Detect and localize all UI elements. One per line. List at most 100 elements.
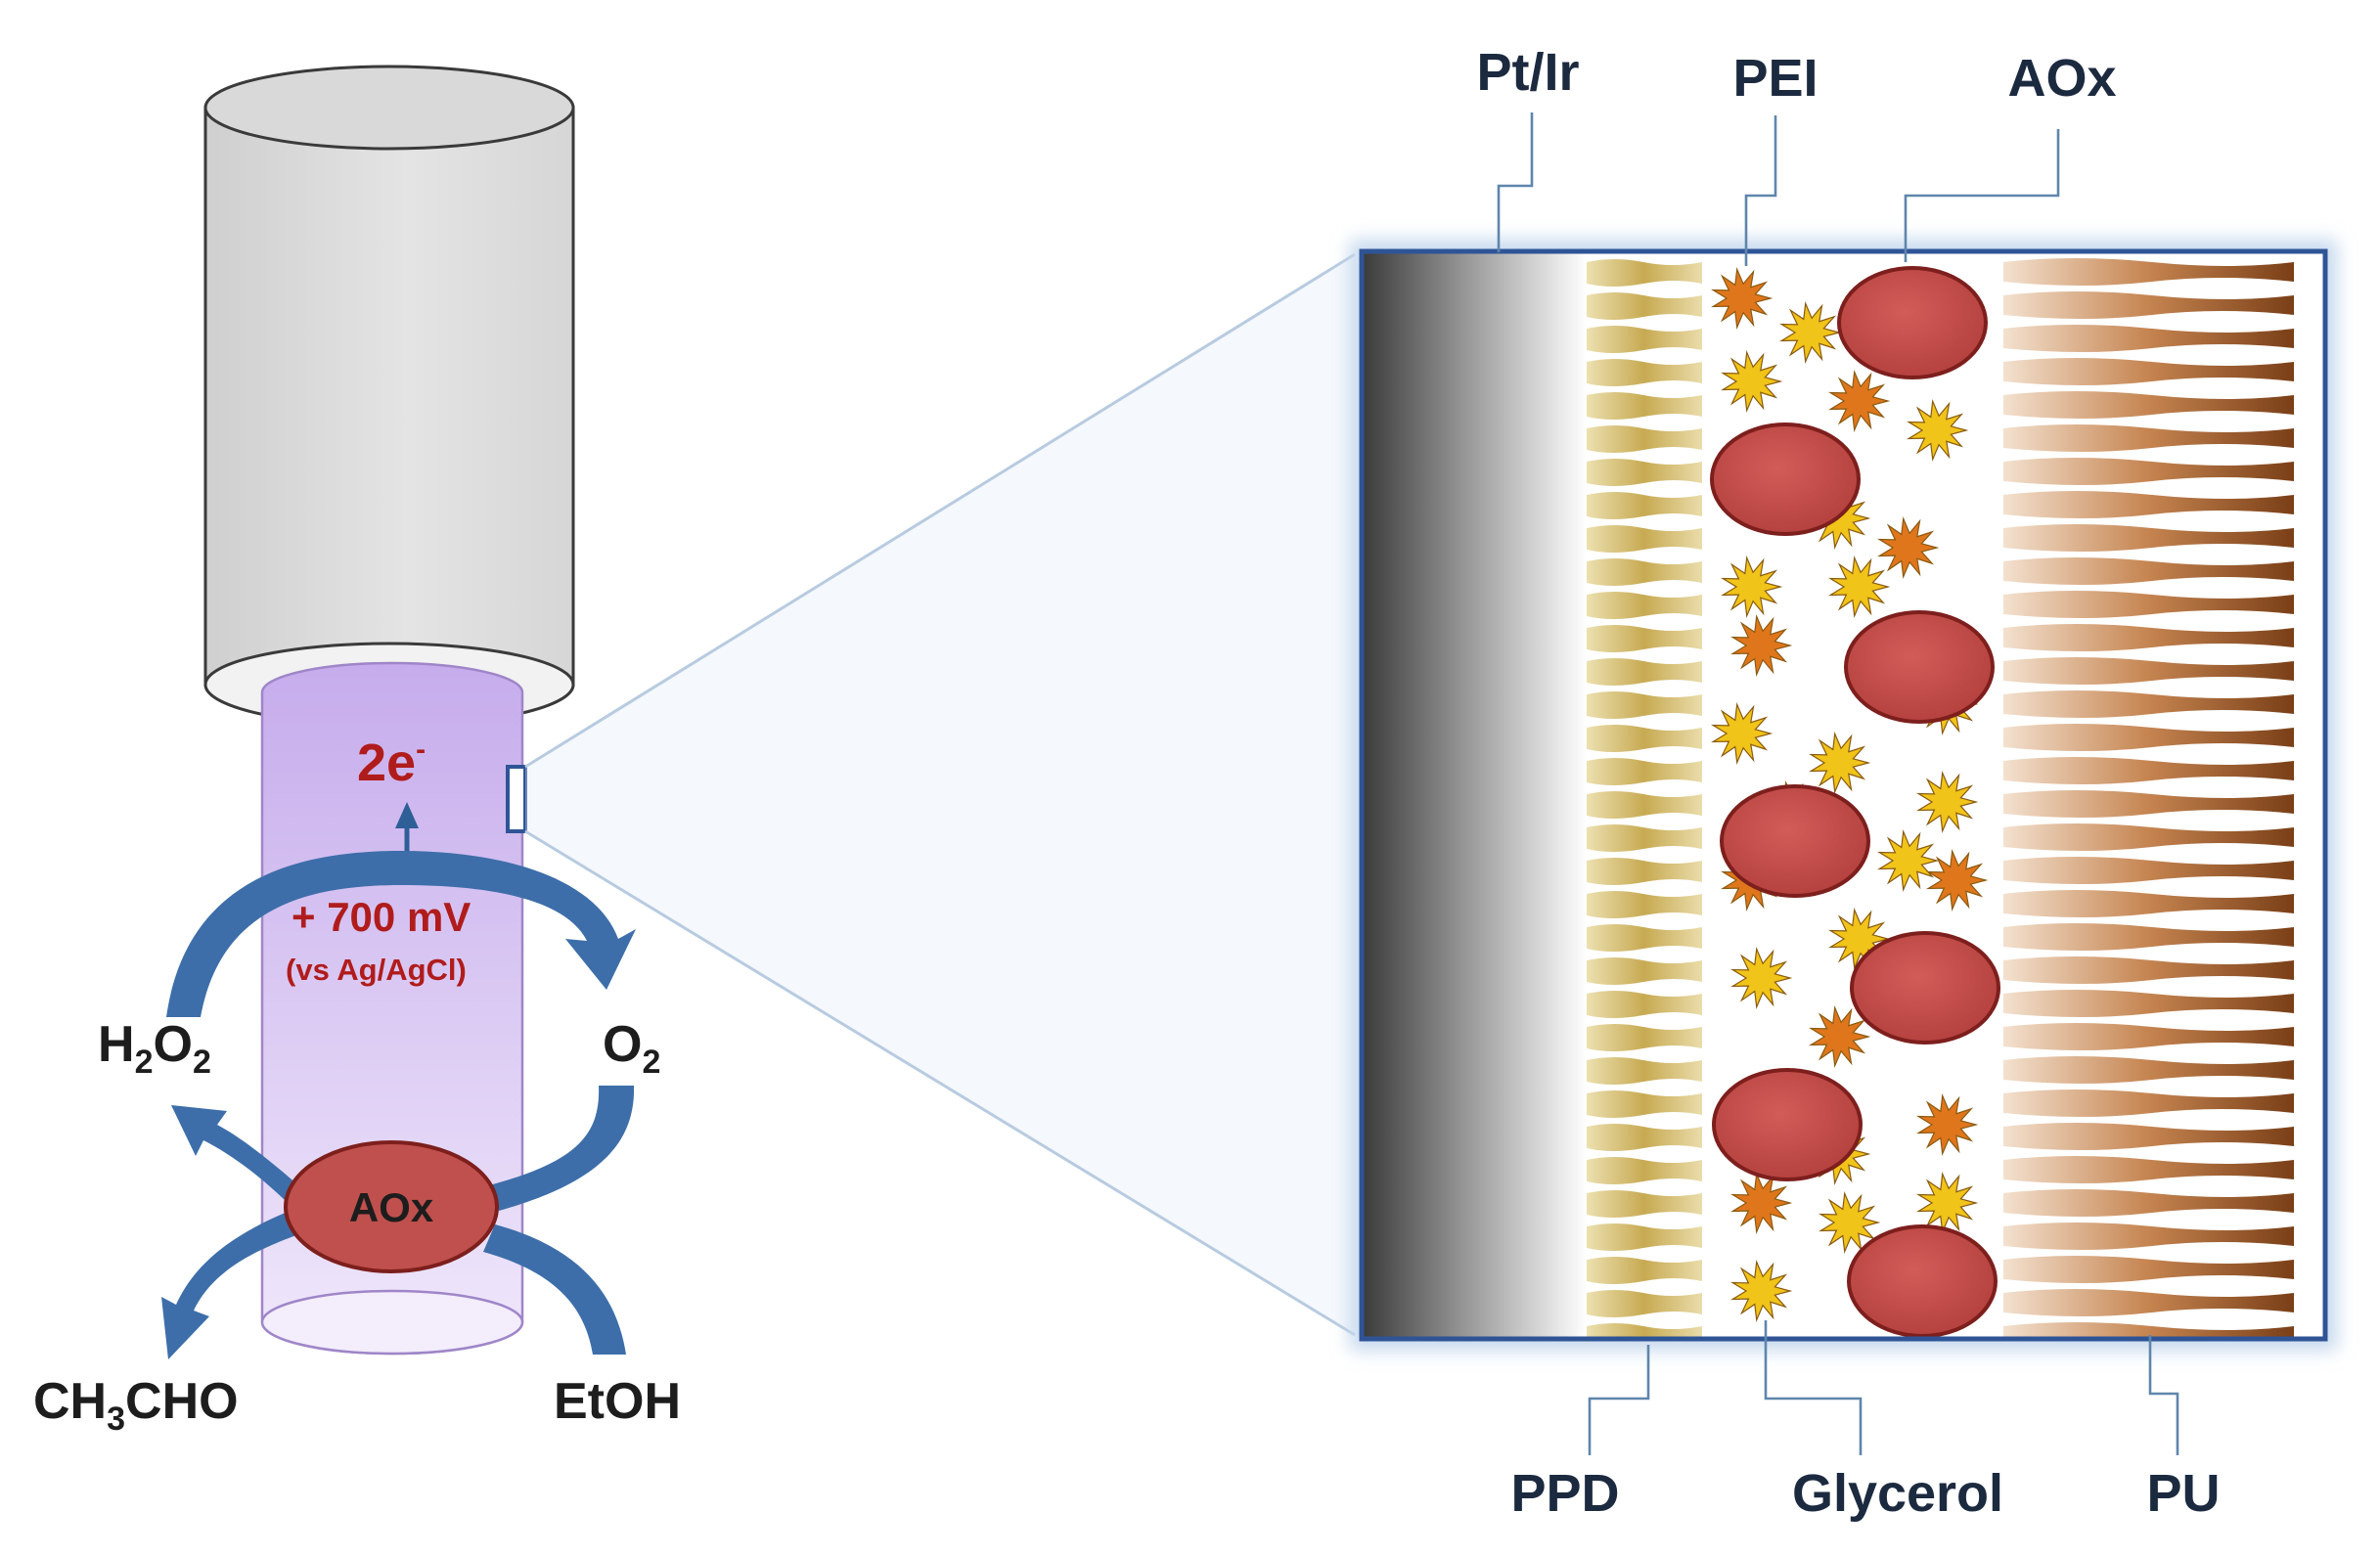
- pu-stripe: [2003, 1056, 2294, 1084]
- pu-stripe: [2003, 923, 2294, 951]
- pu-stripe: [2003, 857, 2294, 884]
- aox-particle: [1847, 1224, 1998, 1338]
- reference-label: (vs Ag/AgCl): [286, 953, 467, 987]
- o2-label: O2: [603, 1016, 660, 1081]
- aox-particle: [1844, 610, 1995, 724]
- pei-particle: [1808, 1005, 1871, 1068]
- ppd-stripe: [1587, 1323, 1702, 1339]
- ppd-label: PPD: [1510, 1464, 1619, 1523]
- h2o2-arrow: [171, 1105, 305, 1205]
- glycerol-particle: [1729, 1260, 1793, 1322]
- oxidation-arrow: [166, 851, 636, 1017]
- pu-stripe: [2003, 1322, 2294, 1339]
- pu-label: PU: [2146, 1464, 2220, 1523]
- ppd-stripe: [1587, 492, 1702, 519]
- pei-particle: [1827, 370, 1891, 432]
- ethanol-arrow: [483, 1224, 626, 1355]
- zoom-lines: [524, 252, 1356, 1337]
- ppd-stripe: [1587, 359, 1702, 386]
- ppd-stripe: [1587, 691, 1702, 719]
- ppd-stripe: [1587, 1290, 1702, 1317]
- pu-stripe: [2003, 1289, 2294, 1316]
- pei-particle: [1925, 849, 1989, 911]
- ppd-stripe: [1587, 392, 1702, 420]
- ppd-stripe: [1587, 924, 1702, 952]
- ppd-stripe: [1587, 425, 1702, 453]
- glycerol-particle: [1778, 301, 1842, 364]
- pt-ir-layer: [1362, 251, 1587, 1339]
- pu-stripe: [2003, 1223, 2294, 1250]
- aox-enzyme-label: AOx: [349, 1184, 434, 1230]
- ppd-stripe: [1587, 758, 1702, 785]
- aox-label: AOx: [2007, 49, 2116, 108]
- potential-label: + 700 mV: [292, 894, 471, 940]
- aox-particle: [1712, 1068, 1863, 1181]
- glycerol-label: Glycerol: [1792, 1464, 2003, 1523]
- pu-stripe: [2003, 956, 2294, 984]
- bottom-labels: PPD Glycerol PU: [1510, 1320, 2221, 1523]
- aox-enzyme: [284, 1140, 499, 1273]
- pu-stripe: [2003, 790, 2294, 818]
- layer-panel: [1350, 240, 2337, 1351]
- aox-particle: [1720, 784, 1870, 898]
- ppd-stripe: [1587, 525, 1702, 553]
- enzyme-layer: [1710, 266, 2000, 1338]
- pu-stripe: [2003, 890, 2294, 917]
- pu-stripe: [2003, 990, 2294, 1017]
- acetaldehyde-arrow: [161, 1207, 311, 1359]
- ppd-stripe: [1587, 858, 1702, 885]
- ethanol-label: EtOH: [554, 1373, 681, 1430]
- ppd-stripe: [1587, 1057, 1702, 1085]
- ppd-stripe: [1587, 592, 1702, 619]
- pei-label: PEI: [1732, 49, 1818, 108]
- glycerol-particle: [1827, 556, 1891, 618]
- pei-particle: [1710, 267, 1774, 330]
- ppd-stripe: [1587, 625, 1702, 652]
- glycerol-particle: [1906, 399, 1969, 462]
- pu-stripe: [2003, 591, 2294, 618]
- pu-stripe: [2003, 458, 2294, 485]
- electrode-illustration: 2e- + 700 mV (vs Ag/AgCl) H2O2 O2 AOx CH…: [33, 65, 681, 1438]
- ppd-stripe: [1587, 259, 1702, 287]
- pu-stripe: [2003, 1089, 2294, 1117]
- pei-particle: [1729, 1172, 1793, 1234]
- top-labels: Pt/Ir PEI AOx: [1476, 43, 2117, 266]
- pu-stripe: [2003, 1123, 2294, 1150]
- insulator-cylinder-body: [203, 106, 575, 728]
- ppd-stripe: [1587, 1223, 1702, 1251]
- h2o2-label: H2O2: [98, 1016, 211, 1081]
- glycerol-particle: [1876, 829, 1940, 892]
- ppd-stripe: [1587, 1090, 1702, 1118]
- glycerol-particle: [1915, 1172, 1979, 1234]
- pu-stripe: [2003, 1156, 2294, 1183]
- pu-stripe: [2003, 391, 2294, 419]
- pu-stripe: [2003, 823, 2294, 851]
- ppd-stripe: [1587, 957, 1702, 985]
- pu-stripe: [2003, 291, 2294, 319]
- ppd-layer: [1587, 259, 1702, 1339]
- pu-stripe: [2003, 524, 2294, 552]
- aox-particle: [1850, 931, 2000, 1045]
- ppd-stripe: [1587, 991, 1702, 1018]
- glycerol-particle: [1729, 947, 1793, 1009]
- glycerol-particle: [1818, 1191, 1881, 1254]
- electron-label: 2e-: [357, 734, 426, 792]
- zoom-marker: [506, 765, 527, 833]
- pu-stripe: [2003, 491, 2294, 518]
- ppd-stripe: [1587, 292, 1702, 320]
- ppd-stripe: [1587, 1157, 1702, 1184]
- pu-stripe: [2003, 657, 2294, 685]
- ppd-stripe: [1587, 1124, 1702, 1151]
- pu-layer: [2003, 258, 2294, 1339]
- pu-stripe: [2003, 724, 2294, 751]
- pu-stripe: [2003, 424, 2294, 452]
- pu-stripe: [2003, 757, 2294, 784]
- ppd-stripe: [1587, 558, 1702, 586]
- pei-particle: [1729, 614, 1793, 677]
- pei-particle: [1915, 1093, 1979, 1156]
- pu-stripe: [2003, 358, 2294, 385]
- ppd-stripe: [1587, 725, 1702, 752]
- aox-particle: [1710, 422, 1861, 536]
- glycerol-particle: [1915, 771, 1979, 833]
